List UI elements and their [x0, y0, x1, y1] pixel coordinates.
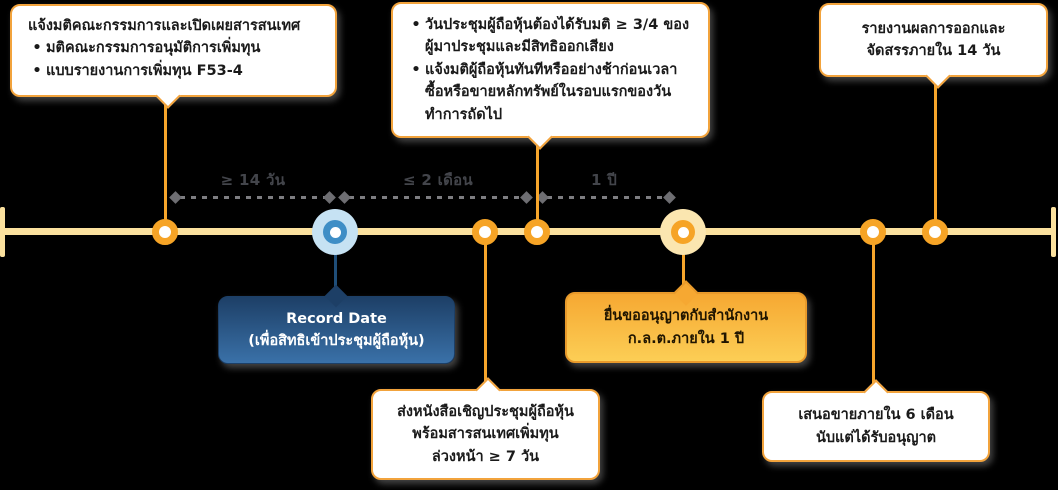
interval-dash-2 [349, 196, 524, 199]
callout-report-result: รายงานผลการออกและ จัดสรรภายใน 14 วัน [819, 3, 1048, 89]
bullet-icon: • [32, 62, 42, 79]
report-result-line: จัดสรรภายใน 14 วัน [866, 43, 1001, 59]
bullet-icon: • [411, 17, 421, 33]
timeline-node-invitation-letter [472, 219, 498, 245]
timeline-node-sec-filing [660, 209, 706, 255]
interval-diamond [338, 191, 351, 204]
connector-report-result [933, 80, 937, 226]
timeline-node-record-date [312, 209, 358, 255]
timeline-node-shareholder-meeting [524, 219, 550, 245]
connector-offering [871, 238, 875, 392]
sec-filing-line: ยื่นขออนุญาตกับสำนักงาน [603, 308, 769, 325]
interval-label-14-days: ≥ 14 วัน [220, 171, 286, 189]
record-date-line: Record Date [286, 310, 387, 327]
interval-label-2-months: ≤ 2 เดือน [403, 171, 473, 189]
board-resolution-bullet: มติคณะกรรมการอนุมัติการเพิ่มทุน [46, 40, 261, 57]
board-resolution-bullet: แบบรายงานการเพิ่มทุน F53-4 [46, 62, 243, 79]
board-resolution-title: แจ้งมติคณะกรรมการและเปิดเผยสารสนเทศ [28, 18, 301, 34]
connector-board-resolution [163, 104, 167, 226]
callout-invitation-letter: ส่งหนังสือเชิญประชุมผู้ถือหุ้น พร้อมสารส… [371, 377, 600, 480]
callout-board-resolution: แจ้งมติคณะกรรมการและเปิดเผยสารสนเทศ • มต… [10, 4, 337, 109]
callout-offering: เสนอขายภายใน 6 เดือน นับแต่ได้รับอนุญาต [762, 379, 990, 462]
sec-filing-line: ก.ล.ต.ภายใน 1 ปี [627, 330, 745, 347]
timeline-end-cap [1051, 207, 1056, 257]
connector-invitation-letter [483, 238, 487, 390]
timeline-start-cap [0, 207, 5, 257]
interval-label-1-year: 1 ปี [590, 171, 618, 189]
interval-dash-3 [547, 196, 667, 199]
timeline-node-offering [860, 219, 886, 245]
connector-sec-filing [681, 250, 685, 288]
offering-line: เสนอขายภายใน 6 เดือน [798, 407, 954, 424]
shareholder-meeting-bullet: แจ้งมติผู้ถือหุ้นทันทีหรืออย่างช้าก่อนเว… [425, 61, 678, 123]
callout-shareholder-meeting: • วันประชุมผู้ถือหุ้นต้องได้รับมติ ≥ 3/4… [391, 2, 710, 150]
connector-record-date [333, 252, 337, 294]
invitation-letter-line: พร้อมสารสนเทศเพิ่มทุน [412, 426, 559, 443]
interval-diamond [520, 191, 533, 204]
interval-dash-1 [180, 196, 328, 199]
report-result-line: รายงานผลการออกและ [861, 20, 1006, 37]
interval-diamond [169, 191, 182, 204]
offering-line: นับแต่ได้รับอนุญาต [815, 429, 937, 446]
bullet-icon: • [411, 61, 421, 78]
callout-record-date: Record Date (เพื่อสิทธิเข้าประชุมผู้ถือห… [218, 284, 455, 364]
interval-diamond [323, 191, 336, 204]
bullet-icon: • [32, 40, 42, 57]
interval-diamond [663, 191, 676, 204]
callout-sec-filing: ยื่นขออนุญาตกับสำนักงาน ก.ล.ต.ภายใน 1 ปี [565, 280, 807, 363]
shareholder-meeting-bullet: วันประชุมผู้ถือหุ้นต้องได้รับมติ ≥ 3/4 ข… [425, 17, 690, 56]
invitation-letter-line: ส่งหนังสือเชิญประชุมผู้ถือหุ้น [397, 403, 574, 420]
record-date-line: (เพื่อสิทธิเข้าประชุมผู้ถือหุ้น) [248, 333, 425, 349]
connector-shareholder-meeting [535, 146, 539, 226]
timeline-node-report-result [922, 219, 948, 245]
timeline-node-board-resolution [152, 219, 178, 245]
invitation-letter-line: ล่วงหน้า ≥ 7 วัน [431, 448, 540, 465]
